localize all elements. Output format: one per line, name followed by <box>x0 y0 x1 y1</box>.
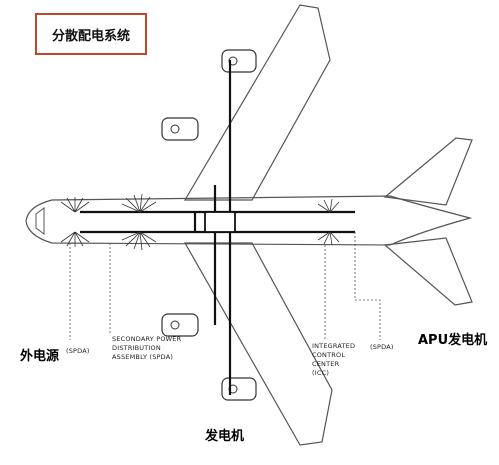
cockpit-windows <box>35 207 45 235</box>
spda-clusters <box>60 193 340 251</box>
upper-stabilizer <box>383 137 473 206</box>
icc-line3: CENTER <box>312 360 340 368</box>
external-power-label: 外电源 <box>20 349 60 364</box>
apu-generator-label: APU发电机 <box>418 333 488 348</box>
icc-line1: INTEGRATED <box>312 342 356 350</box>
spda-full-line3: ASSEMBLY (SPDA) <box>112 353 174 361</box>
icc-line4: (ICC) <box>312 369 330 377</box>
icc-box <box>204 211 236 233</box>
lower-stabilizer <box>383 237 473 306</box>
spda-full-line2: DISTRIBUTION <box>112 344 161 352</box>
leader-lines <box>69 232 381 340</box>
title-box: 分散配电系统 <box>35 13 147 55</box>
generator-label: 发电机 <box>205 429 245 444</box>
lower-wing <box>183 242 333 446</box>
spda-right-label: (SPDA) <box>370 343 394 351</box>
icc-line2: CONTROL <box>312 351 346 359</box>
upper-wing <box>183 4 331 201</box>
engine-upper-inner <box>161 117 199 141</box>
engine-lower-inner <box>161 313 199 337</box>
engine-upper-outer <box>221 49 257 73</box>
engine-lower-outer <box>221 377 257 401</box>
spda-full-line1: SECONDARY POWER <box>112 335 182 343</box>
fuselage-outline <box>25 195 473 246</box>
spda-left-label: (SPDA) <box>66 347 90 355</box>
